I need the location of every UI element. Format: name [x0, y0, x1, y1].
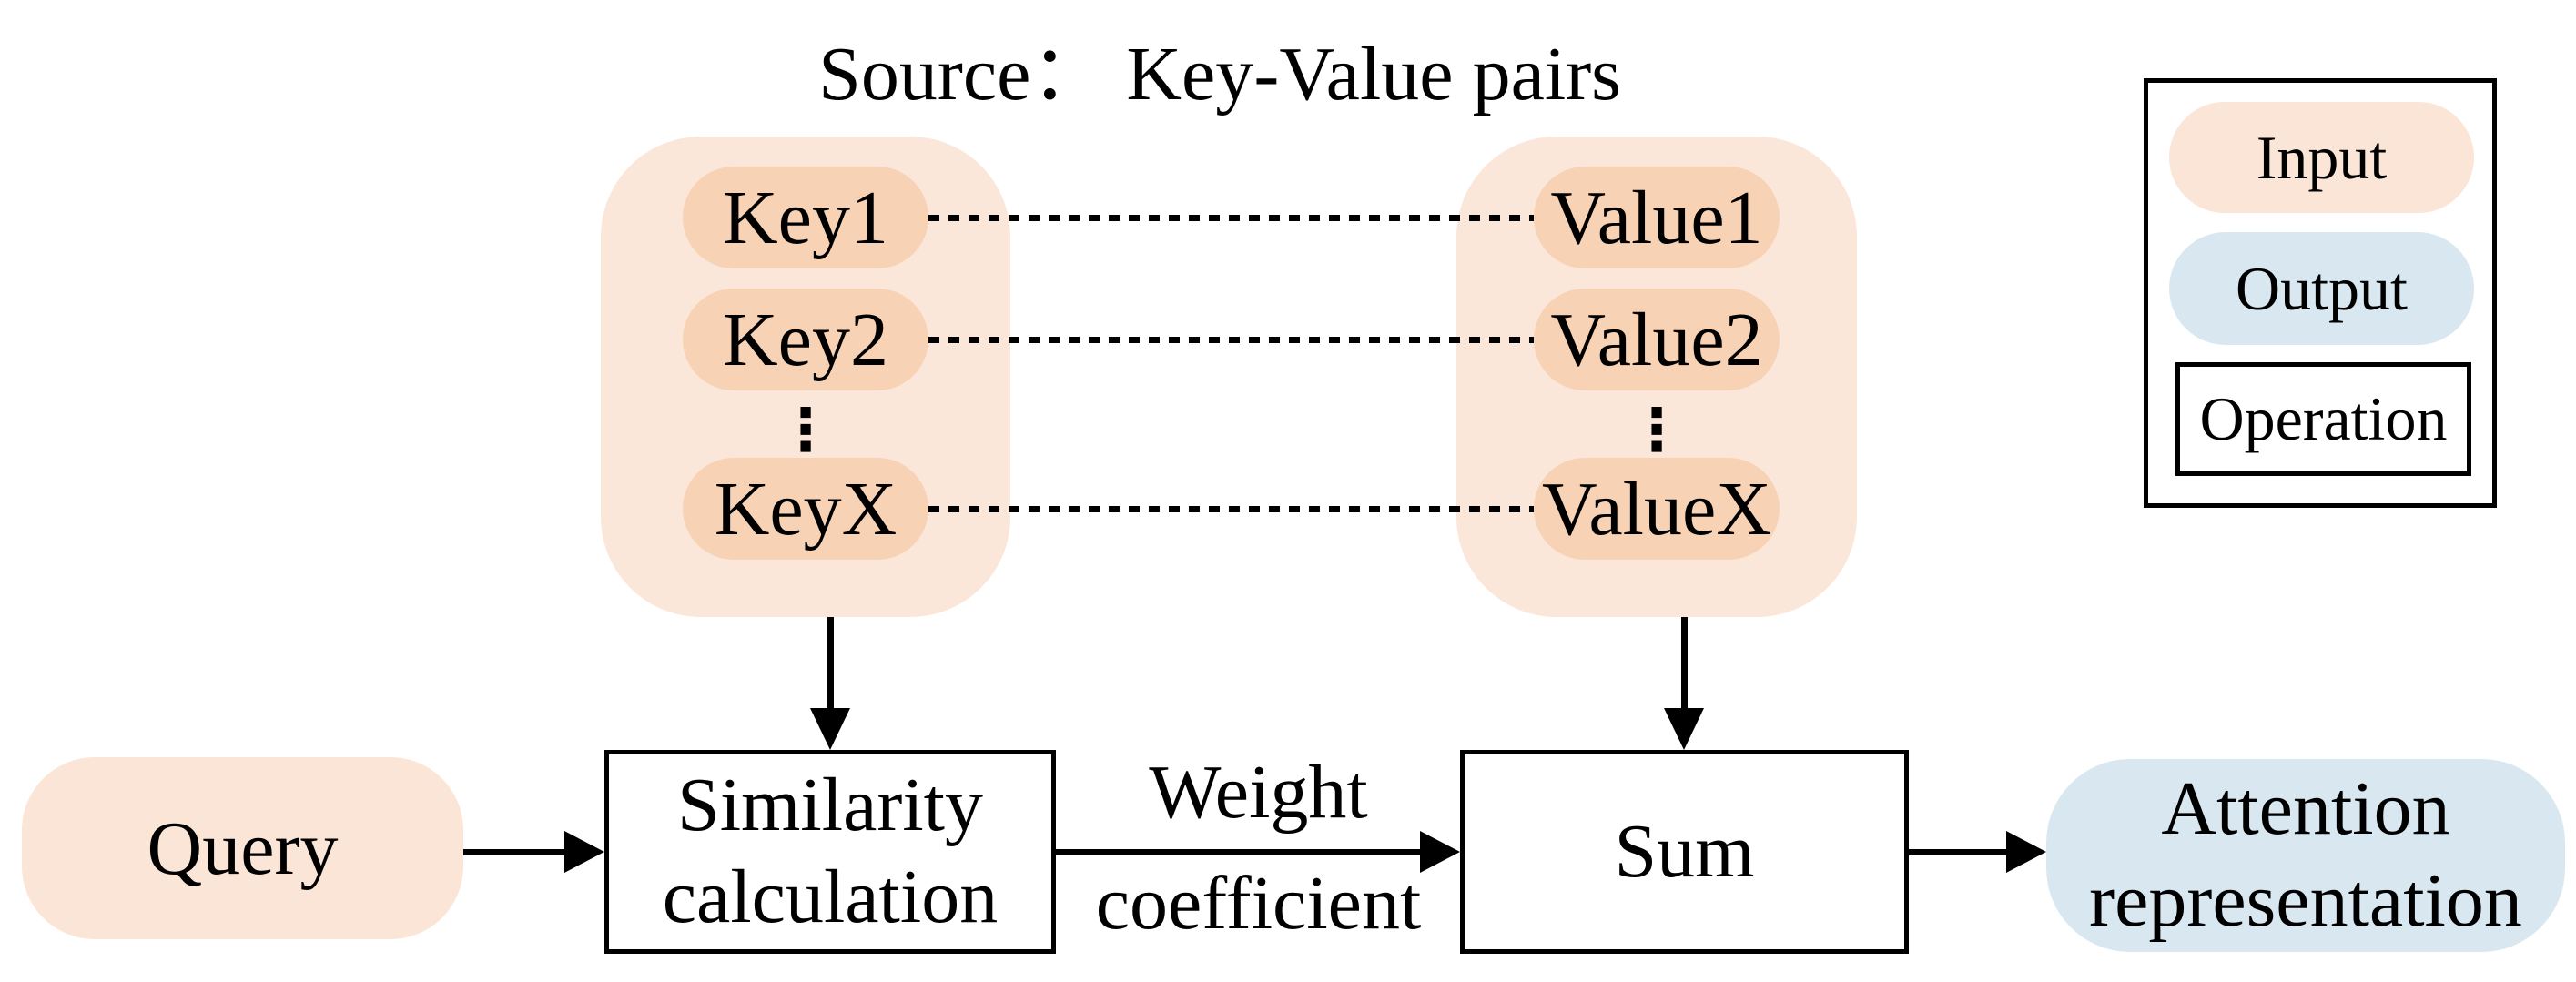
legend-input-pill: Input	[2169, 102, 2474, 213]
keys-group-container: Key1 Key2 ⋮ KeyX	[601, 137, 1010, 617]
arrow-values-to-sum-shaft	[1681, 617, 1688, 710]
arrow-query-to-similarity-shaft	[463, 849, 567, 855]
values-ellipsis: ⋮	[1628, 397, 1686, 464]
sum-label: Sum	[1614, 808, 1755, 894]
attention-representation-node: Attention representation	[2046, 759, 2565, 952]
arrow-similarity-to-sum-head	[1420, 831, 1460, 873]
valuex-pill: ValueX	[1534, 458, 1780, 560]
sum-node: Sum	[1460, 750, 1909, 954]
value2-pill: Value2	[1534, 289, 1780, 390]
arrow-keys-to-similarity-head	[810, 708, 850, 750]
similarity-calculation-node: Similarity calculation	[604, 750, 1056, 954]
arrow-query-to-similarity-head	[564, 831, 604, 873]
legend-box: Input Output Operation	[2144, 78, 2497, 508]
keyx-pill: KeyX	[683, 458, 928, 560]
key1-value1-dotted-connector	[928, 215, 1534, 221]
weight-coefficient-label-line2: coefficient	[1095, 860, 1422, 946]
key2-label: Key2	[723, 297, 888, 382]
arrow-values-to-sum-head	[1664, 708, 1704, 750]
attention-representation-label: Attention representation	[2089, 766, 2522, 943]
keyx-valuex-dotted-connector	[928, 506, 1534, 512]
legend-output-label: Output	[2236, 253, 2408, 323]
value2-label: Value2	[1550, 297, 1763, 382]
keyx-label: KeyX	[714, 466, 898, 552]
arrow-sum-to-attention-head	[2006, 831, 2046, 873]
legend-operation-box: Operation	[2175, 362, 2471, 476]
arrow-similarity-to-sum-shaft	[1056, 849, 1422, 855]
legend-input-label: Input	[2256, 122, 2388, 192]
value1-pill: Value1	[1534, 167, 1780, 268]
key1-pill: Key1	[683, 167, 928, 268]
arrow-sum-to-attention-shaft	[1909, 849, 2008, 855]
query-label: Query	[147, 805, 339, 891]
legend-operation-label: Operation	[2199, 384, 2448, 453]
diagram-title: Source： Key-Value pairs	[818, 31, 1621, 116]
key2-pill: Key2	[683, 289, 928, 390]
arrow-keys-to-similarity-shaft	[827, 617, 834, 710]
valuex-label: ValueX	[1542, 466, 1771, 552]
values-group-container: Value1 Value2 ⋮ ValueX	[1456, 137, 1857, 617]
key2-value2-dotted-connector	[928, 337, 1534, 343]
weight-coefficient-label-line1: Weight	[1149, 749, 1368, 835]
value1-label: Value1	[1550, 175, 1763, 260]
key1-label: Key1	[723, 175, 888, 260]
query-node: Query	[22, 757, 463, 939]
legend-output-pill: Output	[2169, 232, 2474, 345]
keys-ellipsis: ⋮	[776, 397, 835, 464]
similarity-calculation-label: Similarity calculation	[662, 763, 999, 939]
